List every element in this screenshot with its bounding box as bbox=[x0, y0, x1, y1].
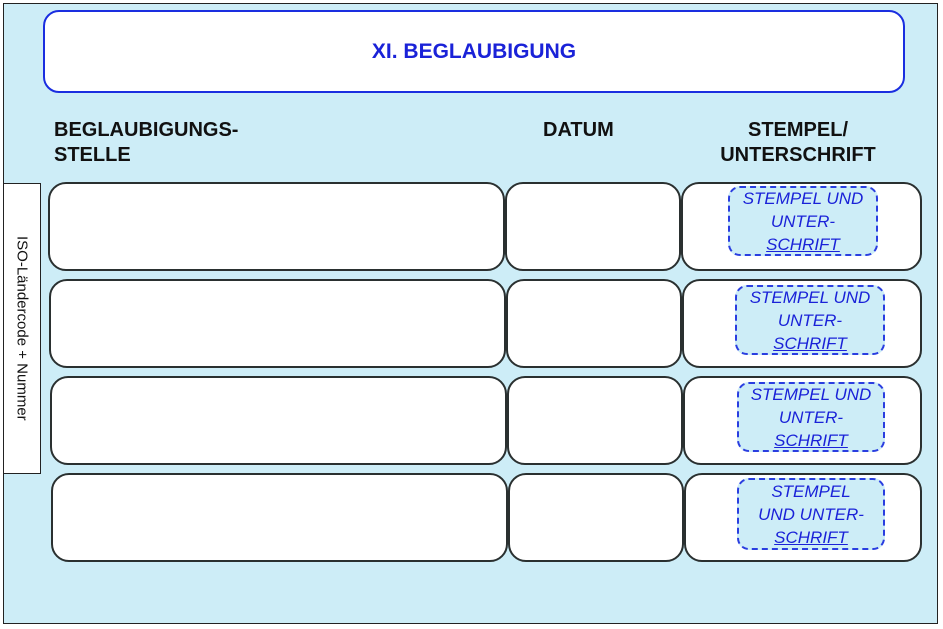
stamp-text: STEMPEL UND UNTER- SCHRIFT bbox=[751, 383, 872, 452]
section-title: XI. BEGLAUBIGUNG bbox=[43, 10, 905, 93]
datum-field[interactable] bbox=[507, 376, 683, 465]
side-label: ISO-Ländercode + Nummer bbox=[13, 236, 31, 421]
stamp-placeholder: STEMPEL UND UNTER- SCHRIFT bbox=[735, 285, 885, 355]
beglaubigungsstelle-field[interactable] bbox=[48, 182, 505, 271]
header-line: BEGLAUBIGUNGS- bbox=[54, 119, 239, 141]
stamp-text-line: UNTER- bbox=[777, 310, 843, 330]
stamp-text-line: STEMPEL UND bbox=[750, 384, 872, 404]
stamp-text-line: SCHRIFT bbox=[774, 527, 848, 547]
header-line: STELLE bbox=[54, 144, 131, 166]
header-line: STEMPEL/ bbox=[747, 119, 848, 141]
stamp-text: STEMPEL UND UNTER- SCHRIFT bbox=[743, 187, 864, 256]
header-line: UNTERSCHRIFT bbox=[720, 144, 876, 166]
stamp-placeholder: STEMPEL UND UNTER- SCHRIFT bbox=[737, 382, 885, 452]
beglaubigungsstelle-field[interactable] bbox=[50, 376, 507, 465]
stamp-placeholder: STEMPEL UND UNTER- SCHRIFT bbox=[728, 186, 878, 256]
stamp-text-line: SCHRIFT bbox=[773, 333, 847, 353]
stamp-text: STEMPEL UND UNTER- SCHRIFT bbox=[750, 286, 871, 355]
header-stempel: STEMPEL/UNTERSCHRIFT bbox=[707, 118, 889, 168]
beglaubigungsstelle-field[interactable] bbox=[49, 279, 506, 368]
datum-field[interactable] bbox=[505, 182, 681, 271]
beglaubigungsstelle-field[interactable] bbox=[51, 473, 508, 562]
side-label-box: ISO-Ländercode + Nummer bbox=[3, 183, 41, 474]
stamp-text-line: SCHRIFT bbox=[774, 430, 848, 450]
section-title-text: XI. BEGLAUBIGUNG bbox=[371, 39, 577, 63]
stamp-text-line: STEMPEL UND bbox=[749, 287, 871, 307]
stamp-text-line: SCHRIFT bbox=[766, 234, 840, 254]
header-beglaubigungsstelle: BEGLAUBIGUNGS- STELLE bbox=[54, 118, 238, 168]
stamp-text-line: STEMPEL bbox=[771, 481, 851, 501]
stamp-text: STEMPEL UND UNTER- SCHRIFT bbox=[758, 480, 864, 549]
stamp-text-line: UNTER- bbox=[778, 407, 844, 427]
header-datum: DATUM bbox=[543, 119, 614, 141]
datum-field[interactable] bbox=[508, 473, 684, 562]
stamp-text-line: UND UNTER- bbox=[758, 504, 864, 524]
stamp-placeholder: STEMPEL UND UNTER- SCHRIFT bbox=[737, 478, 885, 550]
datum-field[interactable] bbox=[506, 279, 682, 368]
stamp-text-line: UNTER- bbox=[770, 211, 836, 231]
stamp-text-line: STEMPEL UND bbox=[742, 188, 864, 208]
